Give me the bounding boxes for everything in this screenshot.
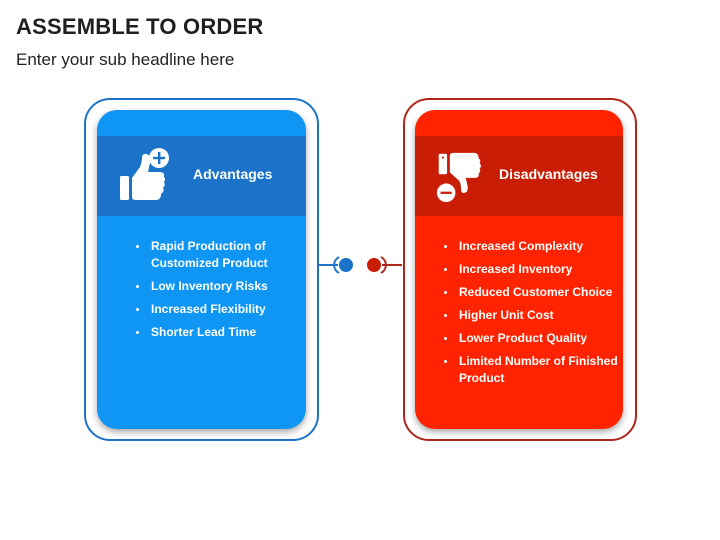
disadvantages-header: Disadvantages [415,136,623,216]
thumbs-down-minus-icon [436,152,481,203]
advantages-outline [84,98,319,441]
list-item: Shorter Lead Time [136,324,301,341]
list-item: Increased Inventory [444,261,619,278]
list-item: Limited Number of Finished Product [444,354,618,385]
advantages-list: Rapid Production of Customized Product L… [97,238,301,347]
connector-arc-right [380,256,387,274]
list-item: Higher Unit Cost [444,307,619,324]
advantages-header: Advantages [97,136,306,216]
thumbs-up-plus-icon [120,148,169,200]
page-subtitle: Enter your sub headline here [16,50,235,69]
list-item: Increased Flexibility [136,301,301,318]
connector-dot-right [367,258,381,272]
advantages-label: Advantages [193,166,273,182]
list-item: Reduced Customer Choice [444,284,619,301]
disadvantages-outline [403,98,637,441]
connector-arc-left [333,256,340,274]
disadvantages-label: Disadvantages [499,166,598,182]
list-item: Increased Complexity [444,238,619,255]
connector-dot-left [339,258,353,272]
disadvantages-card: Disadvantages Increased Complexity Incre… [415,110,623,429]
disadvantages-list: Increased Complexity Increased Inventory… [415,238,619,393]
advantages-card: Advantages Rapid Production of Customize… [97,110,306,429]
connector [318,256,402,274]
page-title: ASSEMBLE TO ORDER [16,14,264,39]
list-item: Rapid Production of Customized Product [136,238,301,272]
list-item: Low Inventory Risks [136,278,301,295]
list-item: Lower Product Quality [444,330,619,347]
